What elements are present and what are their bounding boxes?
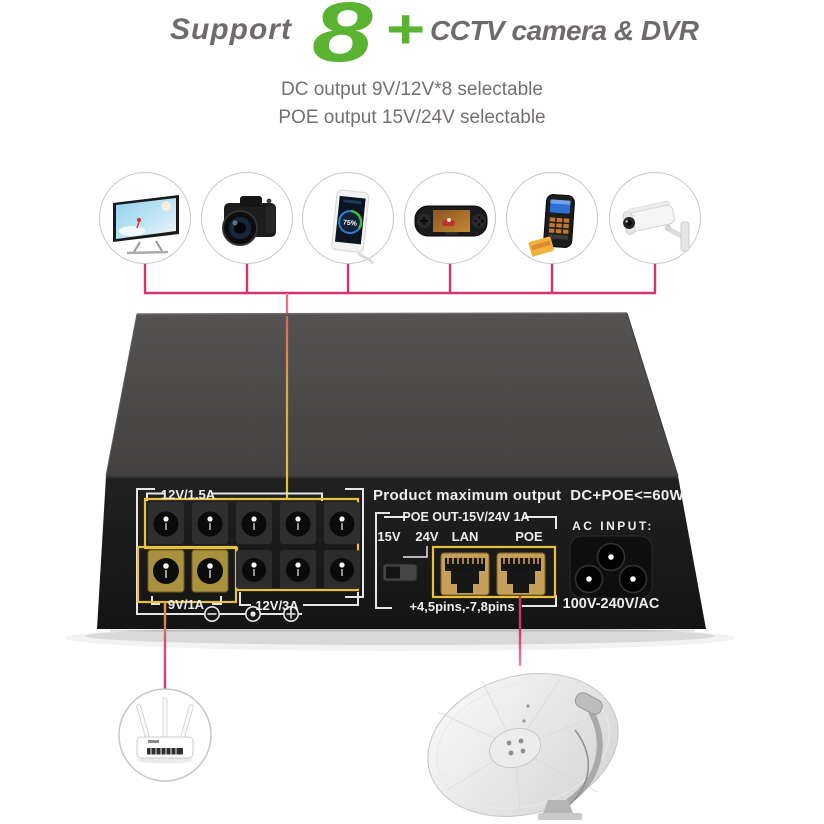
dc-port xyxy=(148,502,184,544)
switch-15v-label: 15V xyxy=(377,529,401,544)
pos-terminal-icon xyxy=(528,194,575,257)
battery-percent-label: 75% xyxy=(343,219,358,228)
dc-port xyxy=(236,502,272,544)
dc-output-label: 12V/1.5A xyxy=(160,487,216,502)
count-number: 8 xyxy=(312,0,373,79)
tv-icon xyxy=(113,195,179,255)
poe-port-label: POE xyxy=(515,529,543,544)
dc-output-ports xyxy=(147,502,360,593)
nine-v-label: 9V/1A xyxy=(167,597,205,612)
supported-device-circle xyxy=(404,172,496,264)
game-console-icon xyxy=(414,205,488,237)
highlight-outlines xyxy=(136,497,557,604)
power-box-top-face xyxy=(106,313,678,476)
supported-device-circle xyxy=(201,172,293,264)
page-title: CCTV camera & DVR xyxy=(430,15,699,46)
router-icon xyxy=(118,688,212,782)
twelve-v-3a-label: 12V/3A xyxy=(255,598,299,613)
subtitle-dc: DC output 9V/12V*8 selectable xyxy=(281,79,543,100)
polarity-marks xyxy=(204,605,299,622)
poe-voltage-switch xyxy=(382,563,418,582)
supported-device-circle: 75% xyxy=(302,172,394,265)
dc-port xyxy=(324,550,360,589)
smartphone-icon: 75% xyxy=(331,189,375,265)
rj45-ports xyxy=(440,552,546,596)
cctv-camera-icon xyxy=(622,200,690,252)
dc-port xyxy=(236,550,272,589)
pins-note-label: +4,5pins,-7,8pins xyxy=(409,599,515,614)
dslr-camera-icon xyxy=(222,196,276,246)
ac-input-socket xyxy=(569,535,653,599)
subtitle-poe: POE output 15V/24V selectable xyxy=(278,107,546,128)
dc-port xyxy=(324,502,360,544)
dc-port xyxy=(280,550,316,589)
ac-input-label: AC INPUT: xyxy=(572,519,654,533)
lan-port xyxy=(440,552,490,596)
dc-port xyxy=(192,502,228,544)
switch-24v-label: 24V xyxy=(415,529,439,544)
device-connector-lines xyxy=(143,264,657,316)
supported-device-circle xyxy=(506,172,598,264)
max-output-label: Product maximum output DC+POE<=60W xyxy=(373,487,684,504)
plus-sign: + xyxy=(386,0,426,60)
lan-port-label: LAN xyxy=(451,529,479,544)
supported-device-circle xyxy=(609,172,701,264)
dc-port-9v xyxy=(147,549,185,593)
poe-port xyxy=(496,552,546,596)
support-label: Support xyxy=(170,13,292,46)
dc-port-9v xyxy=(191,549,229,593)
poe-out-label: POE OUT-15V/24V 1A xyxy=(402,510,530,524)
supported-device-circle xyxy=(99,172,191,264)
satellite-dish-icon xyxy=(427,672,619,820)
ac-voltage-label: 100V-240V/AC xyxy=(562,596,660,612)
dc-port xyxy=(280,502,316,544)
